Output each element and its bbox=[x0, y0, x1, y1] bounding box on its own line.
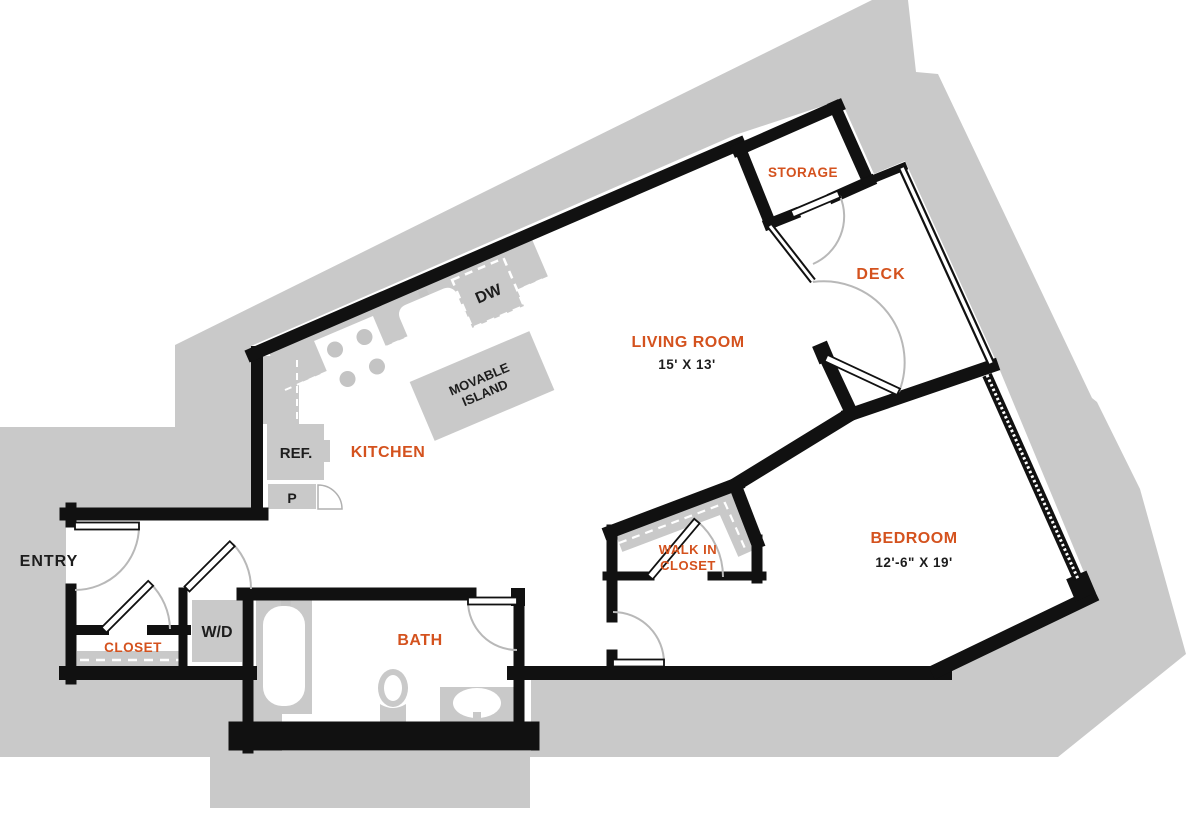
walk-in-closet-label-1: WALK IN bbox=[659, 542, 717, 557]
storage-door bbox=[789, 189, 842, 219]
closet-label: CLOSET bbox=[104, 640, 162, 655]
movable-island: MOVABLE ISLAND bbox=[409, 331, 555, 441]
doors bbox=[74, 189, 906, 668]
bath-door bbox=[467, 596, 518, 606]
kitchen-label: KITCHEN bbox=[351, 444, 426, 461]
windows bbox=[767, 166, 1083, 582]
bathtub bbox=[256, 594, 312, 714]
storage-label: STORAGE bbox=[768, 165, 838, 180]
walk-in-closet-label-2: CLOSET bbox=[660, 558, 716, 573]
washer-dryer: W/D bbox=[192, 600, 242, 662]
dishwasher: DW bbox=[450, 256, 526, 330]
laundry-door bbox=[183, 539, 237, 593]
pantry: P bbox=[268, 484, 343, 510]
pantry-door bbox=[317, 484, 343, 510]
bedroom-dims: 12'-6" X 19' bbox=[875, 555, 952, 570]
bedroom-label: BEDROOM bbox=[870, 530, 957, 547]
toilet bbox=[378, 669, 408, 722]
refrigerator-label: REF. bbox=[280, 445, 313, 462]
walls bbox=[59, 98, 1100, 754]
bath-vanity bbox=[440, 687, 519, 726]
entry-label: ENTRY bbox=[20, 553, 79, 570]
living-room-dims: 15' X 13' bbox=[658, 357, 715, 372]
washer-dryer-label: W/D bbox=[201, 624, 232, 641]
bedroom-door bbox=[612, 658, 665, 668]
walk-in-closet-door bbox=[646, 517, 701, 581]
walk-in-closet-rod bbox=[615, 490, 756, 557]
closet-shelf bbox=[77, 651, 182, 668]
room-labels: ENTRY CLOSET BATH KITCHEN LIVING ROOM 15… bbox=[20, 165, 957, 655]
pantry-label: P bbox=[287, 490, 296, 506]
kitchen-sink bbox=[398, 287, 468, 347]
entry-door bbox=[74, 521, 140, 531]
deck-door bbox=[823, 353, 902, 397]
refrigerator: REF. bbox=[267, 424, 330, 480]
bath-label: BATH bbox=[397, 632, 442, 649]
stove bbox=[314, 316, 398, 400]
living-room-label: LIVING ROOM bbox=[631, 334, 744, 351]
deck-label: DECK bbox=[856, 266, 905, 283]
closet-door bbox=[100, 579, 155, 634]
